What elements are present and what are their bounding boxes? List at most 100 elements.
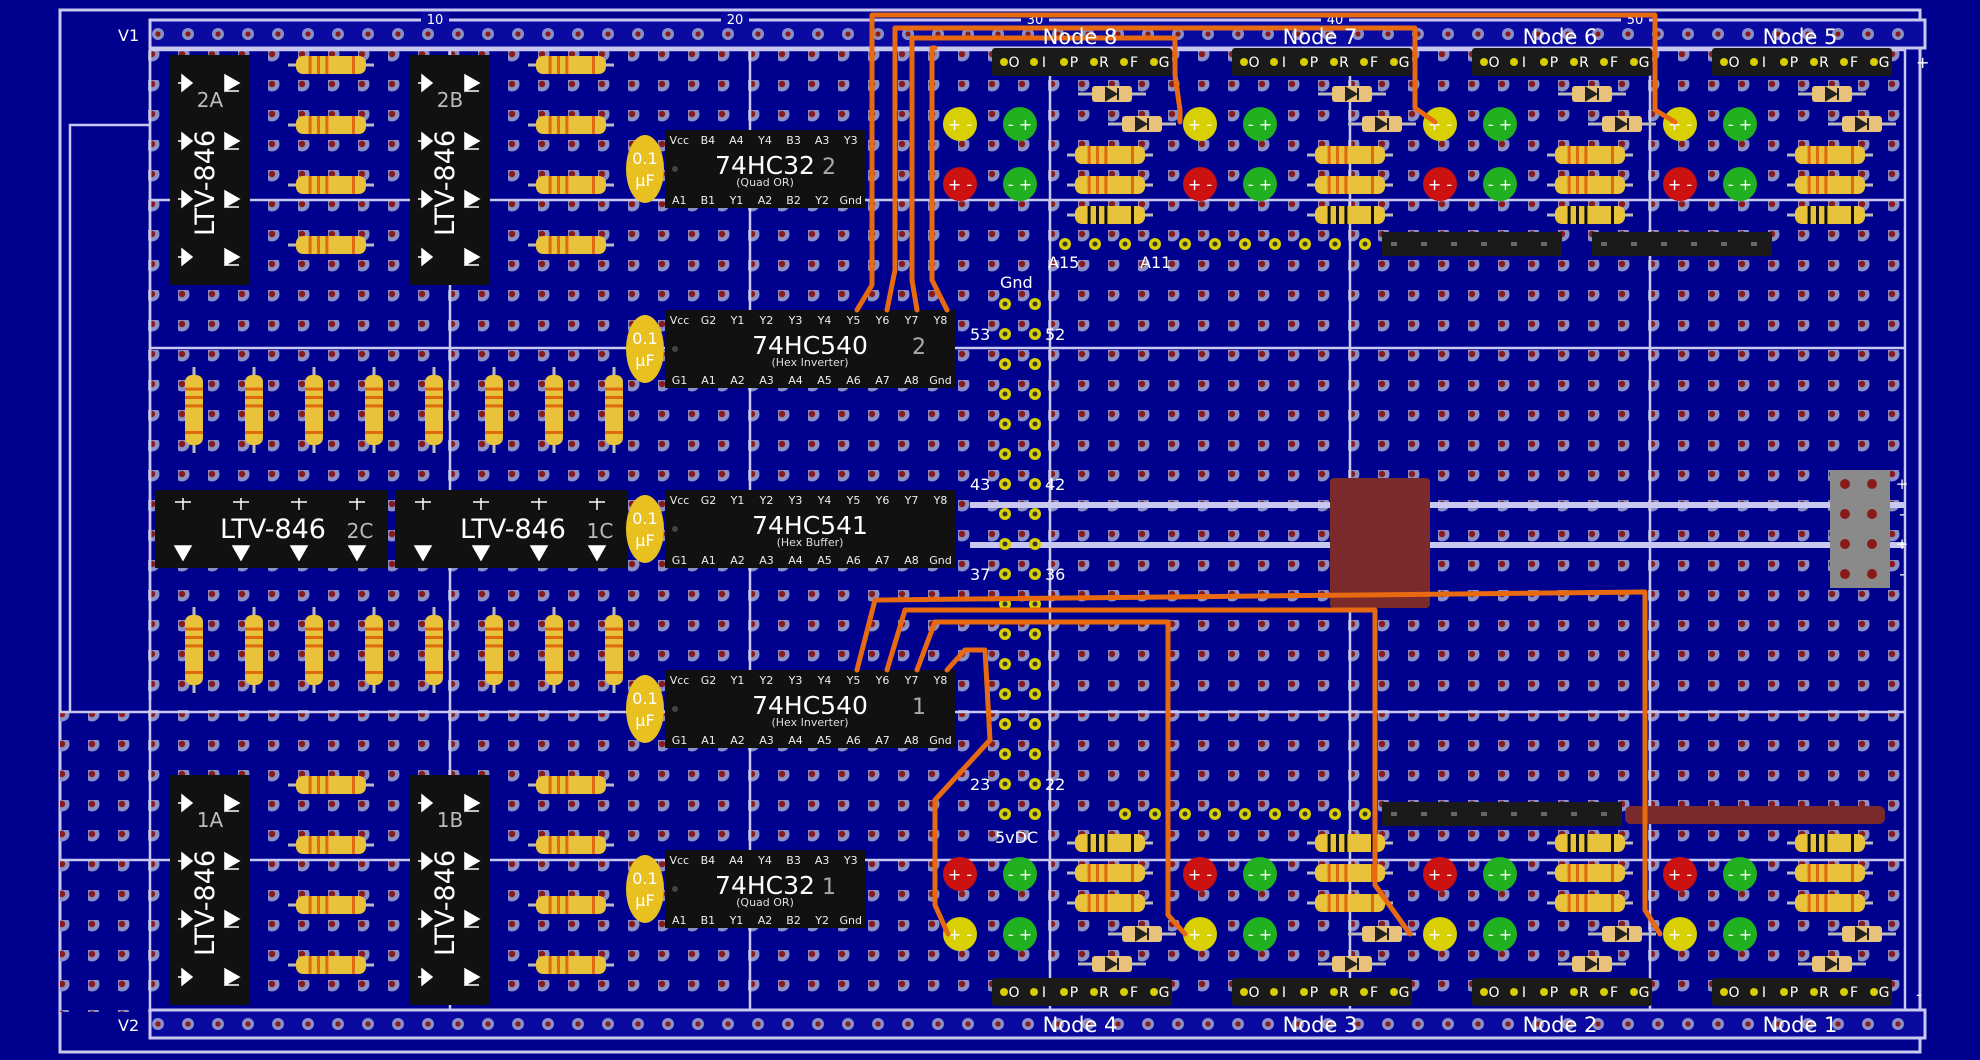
pin-label: A7 <box>875 554 890 567</box>
resistor <box>1787 864 1873 882</box>
pin-label: Vcc <box>669 134 689 147</box>
rail-label-bottom: V2 <box>118 1016 139 1035</box>
header-pin-label: F <box>1610 55 1618 71</box>
resistor <box>1787 894 1873 912</box>
resistor <box>528 776 614 794</box>
opto-part-label: LTV-846 <box>190 130 221 236</box>
cap-value: 0.1 <box>632 149 657 168</box>
header-pin-label: P <box>1790 985 1798 1001</box>
cap-unit: µF <box>635 711 654 730</box>
resistor <box>528 56 614 74</box>
ic-part-number: 74HC32 <box>715 151 815 180</box>
wire-trace <box>914 619 1188 937</box>
capacitor: 0.1µF <box>626 135 664 203</box>
pin-label: G2 <box>701 674 717 687</box>
pin-label: Y1 <box>730 674 745 687</box>
resistor <box>1307 206 1393 224</box>
diode <box>1318 956 1386 972</box>
led: + - <box>1423 107 1457 141</box>
ic-number: 1 <box>912 695 926 720</box>
pin-label: A1 <box>701 374 716 387</box>
pin-strip <box>1382 232 1562 256</box>
resistor <box>365 367 383 453</box>
pin-label: A8 <box>904 554 919 567</box>
pin-label: A2 <box>758 914 773 927</box>
led: + - <box>943 107 977 141</box>
resistor <box>1067 206 1153 224</box>
terminal-polarity: - <box>1899 505 1904 523</box>
header-pin-label: R <box>1579 55 1589 71</box>
led: - + <box>1003 857 1037 891</box>
diode <box>1588 116 1656 132</box>
resistor <box>1307 834 1393 852</box>
wire-trace <box>854 12 1658 313</box>
diode <box>1108 926 1176 942</box>
header-pin-label: O <box>1008 55 1019 71</box>
pin-label: A7 <box>875 374 890 387</box>
resistor <box>1547 146 1633 164</box>
resistor <box>1787 834 1873 852</box>
resistor <box>288 896 374 914</box>
resistor <box>288 236 374 254</box>
pin-label: A2 <box>758 194 773 207</box>
pin-label: B1 <box>701 914 716 927</box>
pin-label: Y6 <box>875 314 890 327</box>
pin-label: Vcc <box>670 674 690 687</box>
diode <box>1828 926 1896 942</box>
led-polarity: + - <box>1188 865 1212 884</box>
led: + - <box>1423 857 1457 891</box>
pin-label: A4 <box>788 374 803 387</box>
header-pin-label: I <box>1522 985 1526 1001</box>
ic-part-number: 74HC32 <box>715 871 815 900</box>
pin-number: 42 <box>1045 475 1065 494</box>
pin-label: A8 <box>904 734 919 747</box>
pin-label: G2 <box>701 314 717 327</box>
cap-unit: µF <box>635 891 654 910</box>
label-5vdc: 5vDC <box>995 828 1038 847</box>
resistor <box>288 836 374 854</box>
pin-strip <box>1382 802 1622 826</box>
pin-label: B2 <box>786 914 801 927</box>
led: - + <box>1243 917 1277 951</box>
header-pin-label: P <box>1070 55 1078 71</box>
pin-label: A2 <box>730 734 745 747</box>
power-terminal-block: +-+- <box>1830 470 1908 588</box>
capacitor: 0.1µF <box>626 675 664 743</box>
resistor <box>1547 206 1633 224</box>
connector-column <box>999 298 1041 820</box>
led: + - <box>943 917 977 951</box>
led: + - <box>1183 167 1217 201</box>
pin-label: A6 <box>846 734 861 747</box>
pin-label: A6 <box>846 374 861 387</box>
header-pin-label: O <box>1728 55 1739 71</box>
led: + - <box>943 857 977 891</box>
header-pin-label: R <box>1339 55 1349 71</box>
pin-label: G1 <box>672 554 688 567</box>
header-pin-label: O <box>1488 985 1499 1001</box>
diode <box>1798 956 1866 972</box>
led-polarity: + - <box>1188 175 1212 194</box>
resistor <box>1067 834 1153 852</box>
pin-label: B4 <box>701 134 716 147</box>
ic-number: 1 <box>822 875 836 900</box>
wire-trace <box>884 25 1418 313</box>
pin-label: Y1 <box>730 314 745 327</box>
capacitor: 0.1µF <box>626 855 664 923</box>
resistor <box>1307 176 1393 194</box>
diode <box>1798 86 1866 102</box>
resistor <box>288 776 374 794</box>
header-pin-label: I <box>1762 55 1766 71</box>
diode <box>1558 956 1626 972</box>
diode <box>1558 86 1626 102</box>
pin-number: 53 <box>970 325 990 344</box>
pin-label: A8 <box>904 374 919 387</box>
resistor <box>528 116 614 134</box>
pin-label: Y8 <box>933 314 948 327</box>
terminal-polarity: + <box>1896 535 1909 553</box>
pin-label: A3 <box>759 734 774 747</box>
